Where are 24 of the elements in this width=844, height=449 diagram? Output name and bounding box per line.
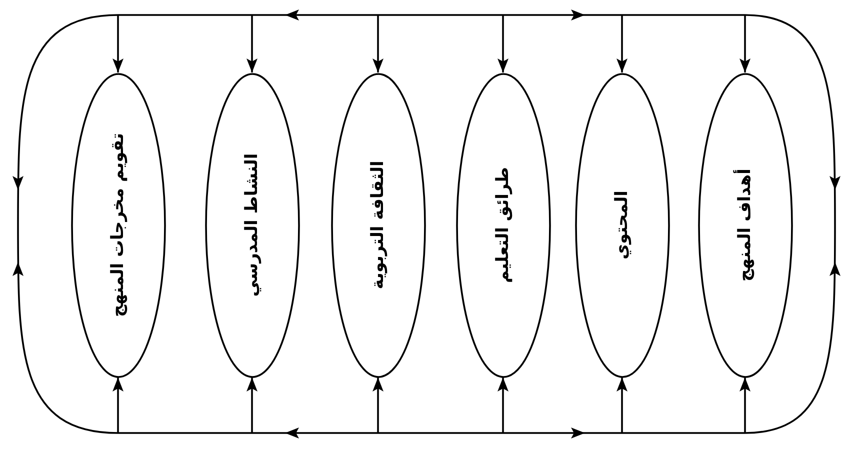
arrow xyxy=(498,15,508,72)
arrow xyxy=(616,15,628,72)
node-text: المحتوي xyxy=(612,190,632,260)
node-text: طرائق التعليم xyxy=(492,167,514,283)
ellipse-node xyxy=(70,72,166,378)
node-text: أهداف المنهج xyxy=(734,168,756,282)
node-text: النشاط المدرسي xyxy=(242,153,262,297)
arrow xyxy=(246,378,258,433)
arrow xyxy=(740,15,750,72)
arrow xyxy=(246,15,258,72)
arrow xyxy=(372,378,384,433)
ellipse-node xyxy=(698,72,792,378)
node-text: تقويم مخرجات المنهج xyxy=(108,133,128,317)
arrow xyxy=(112,15,124,72)
arrow xyxy=(740,378,750,433)
arrow xyxy=(372,15,384,72)
arrow xyxy=(112,378,124,433)
ellipse-node xyxy=(330,72,426,378)
arrow xyxy=(498,378,508,433)
ellipse-node xyxy=(204,72,300,378)
ellipse-node xyxy=(456,72,550,378)
arrow xyxy=(616,378,628,433)
node-text: الثقافة التربوية xyxy=(368,160,388,290)
ellipse-node xyxy=(574,72,670,378)
